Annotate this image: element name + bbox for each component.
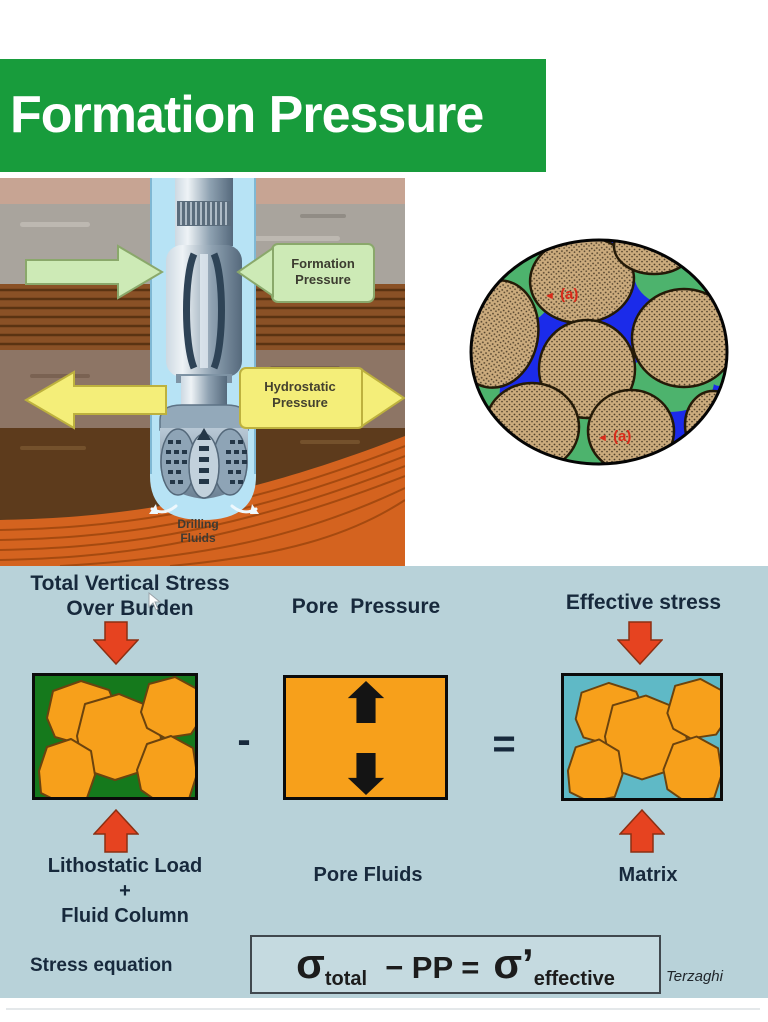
bottom-shadow-line (6, 1008, 760, 1010)
black-up-arrow-icon (347, 680, 385, 724)
formation-pressure-label-line1: Formation (291, 256, 355, 271)
minus-pp-equals: − PP = (385, 950, 480, 985)
stress-diagram-section: Total Vertical Stress Over Burden Pore P… (0, 566, 768, 998)
overburden-grain-box (32, 673, 198, 800)
label-a-top: ◄ (a) (544, 286, 578, 303)
formation-pressure-left-arrow-icon (25, 244, 164, 300)
overburden-title-line2: Over Burden (66, 597, 194, 620)
hydrostatic-pressure-right-arrow-icon: Hydrostatic Pressure (239, 367, 405, 429)
sigma-total-symbol: σ (296, 940, 325, 987)
title-banner: Formation Pressure (0, 59, 546, 172)
terzaghi-equation: σ total − PP = σ’ effective (296, 940, 615, 991)
hydrostatic-pressure-left-arrow-icon (24, 370, 167, 430)
lithostatic-label-line2: + (119, 880, 131, 902)
formation-pressure-label-line2: Pressure (295, 272, 351, 287)
overburden-title-line1: Total Vertical Stress (30, 572, 230, 595)
mouse-cursor-icon (148, 592, 161, 611)
red-down-arrow-icon (617, 621, 663, 665)
circle-outline (469, 238, 729, 466)
effective-stress-title: Effective stress (565, 591, 722, 614)
drilling-illustration: Formation Pressure Hydrostatic Pressure … (0, 178, 405, 566)
matrix-label: Matrix (618, 864, 678, 886)
equals-operator: = (492, 722, 516, 766)
label-a-top-arrow-icon: ◄ (544, 290, 555, 302)
hydrostatic-pressure-label-line2: Pressure (272, 395, 328, 410)
label-a-bottom-arrow-icon: ◄ (597, 432, 608, 444)
stress-equation-label: Stress equation (30, 955, 173, 976)
sigma-total-subscript: total (324, 968, 368, 990)
label-a-bottom-text: (a) (613, 428, 631, 445)
pore-pressure-title: Pore Pressure (291, 595, 441, 618)
drilling-fluids-label-line2: Fluids (180, 531, 216, 545)
minus-operator: - (237, 718, 251, 762)
label-a-top-text: (a) (560, 286, 578, 303)
red-down-arrow-icon (93, 621, 139, 665)
pore-pressure-box (283, 675, 448, 800)
overburden-title: Total Vertical Stress Over Burden (10, 571, 250, 621)
effective-stress-grains (566, 678, 720, 798)
grain-pore-circle-diagram: ◄ (a) ◄ (a) (469, 238, 729, 466)
sand-grains (471, 240, 727, 464)
hydrostatic-pressure-label-line1: Hydrostatic (264, 379, 336, 394)
pore-fluids-label: Pore Fluids (313, 864, 423, 886)
sigma-effective-subscript: effective (533, 968, 615, 990)
label-a-bottom: ◄ (a) (597, 428, 631, 445)
overburden-grains (38, 676, 195, 797)
lithostatic-label: Lithostatic Load + Fluid Column (10, 854, 240, 929)
effective-stress-grain-box (561, 673, 723, 801)
lithostatic-label-line3: Fluid Column (61, 905, 189, 927)
black-down-arrow-icon (347, 752, 385, 796)
drill-bit (159, 404, 249, 499)
equation-box: σ total − PP = σ’ effective (250, 935, 661, 994)
page-title: Formation Pressure (10, 86, 484, 144)
sigma-effective-symbol: σ’ (493, 940, 534, 987)
lithostatic-label-line1: Lithostatic Load (47, 855, 203, 877)
red-up-arrow-icon (93, 809, 139, 853)
terzaghi-credit: Terzaghi (666, 968, 723, 985)
formation-pressure-right-arrow-icon: Formation Pressure (236, 243, 375, 303)
drilling-fluids-label-line1: Drilling (177, 517, 218, 531)
red-up-arrow-icon (619, 809, 665, 853)
